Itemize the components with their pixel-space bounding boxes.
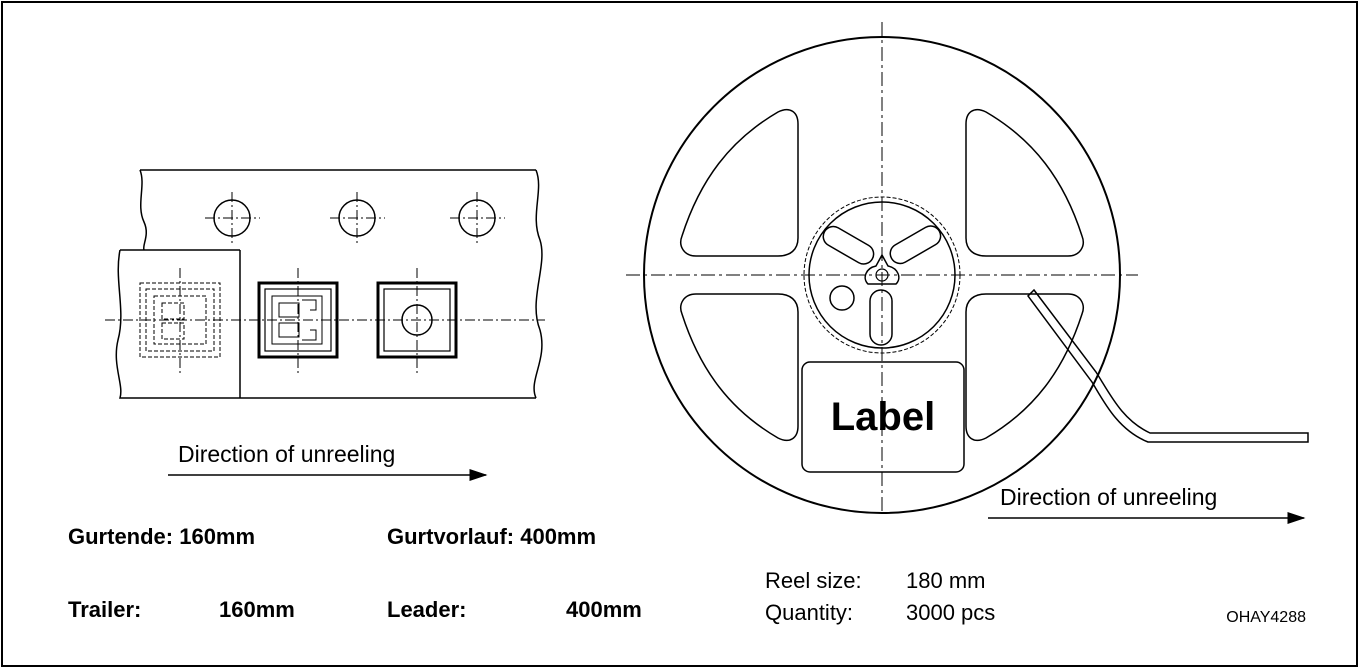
pocket-covered [139,282,221,358]
leader-label: Leader: [387,597,466,622]
reel-label-text: Label [831,395,935,439]
trailer-label: Trailer: [68,597,141,622]
reel-size-value: 180 mm [906,568,985,593]
leader-value: 400mm [566,597,642,622]
gurtende-text: Gurtende: 160mm [68,524,255,549]
tape-centerlines [105,192,545,375]
reel-window [965,108,1084,257]
pocket-with-component [257,281,339,359]
reel-direction-label: Direction of unreeling [1000,484,1217,510]
hub-slot [889,225,942,265]
quantity-label: Quantity: [765,600,853,625]
reel-centerlines [626,22,1138,515]
reel-window [680,108,799,257]
tape-direction-label: Direction of unreeling [178,441,395,467]
hub-slot [822,225,875,265]
drawing-id: OHAY4288 [1226,609,1306,626]
reel-size-label: Reel size: [765,568,862,593]
reel-tape-out [1027,288,1309,443]
quantity-value: 3000 pcs [906,600,995,625]
hub-slot [869,289,893,346]
carrier-tape [115,169,543,399]
pocket-empty [376,281,458,359]
hub-hole [829,285,855,311]
trailer-value: 160mm [219,597,295,622]
reel-label-box [801,361,965,473]
reel-window [965,293,1084,442]
reel-window [680,293,799,442]
gurtvorlauf-text: Gurtvorlauf: 400mm [387,524,596,549]
